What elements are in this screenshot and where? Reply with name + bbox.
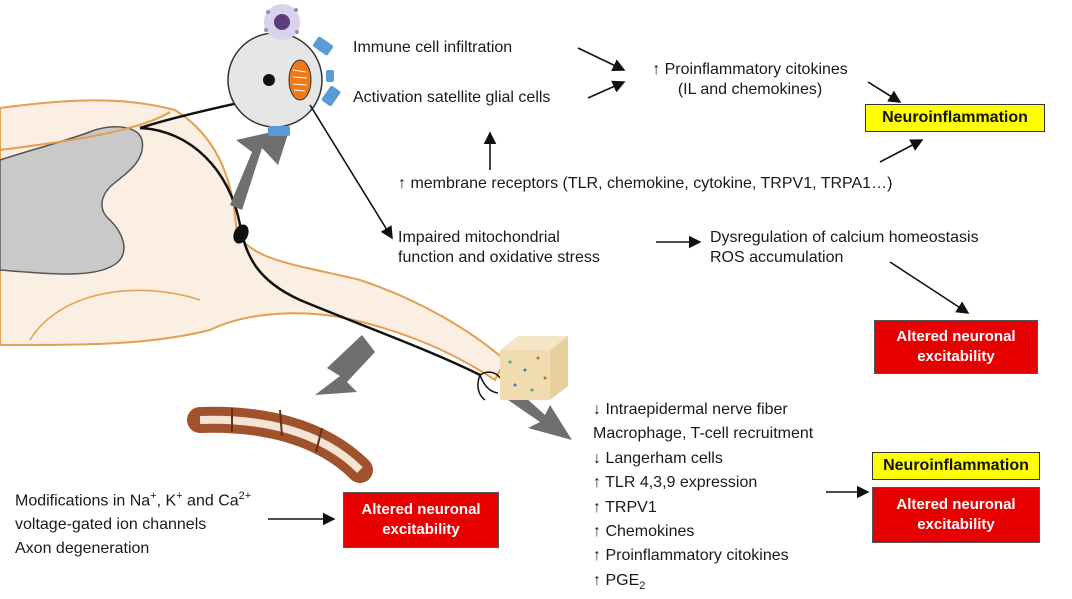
glial-activation-label: Activation satellite glial cells [353, 89, 551, 106]
axon-line1: Modifications in Na+, K+ and Ca2+ [15, 484, 251, 513]
mito-line1: Impaired mitochondrial [398, 229, 560, 246]
excitability-skin-line1: Altered neuronal [896, 496, 1016, 513]
na-charge: + [150, 490, 157, 502]
list-item: ↑ TRPV1 [593, 498, 657, 516]
calcium-line1: Dysregulation of calcium homeostasis [710, 229, 979, 246]
membrane-receptors-label: ↑ membrane receptors (TLR, chemokine, cy… [398, 175, 893, 192]
axon-line1-c: , K [156, 492, 177, 510]
dorsal-root-ganglion [233, 224, 249, 244]
excitability-skin-line2: excitability [917, 516, 995, 533]
excitability-middle-line1: Altered neuronal [896, 328, 1016, 345]
list-item: ↓ Intraepidermal nerve fiber [593, 401, 788, 418]
cytokines-line2: (IL and chemokines) [677, 81, 823, 98]
excitability-axon-line2: excitability [382, 521, 460, 538]
excitability-axon-line1: Altered neuronal [361, 501, 481, 518]
immune-infiltration-label: Immune cell infiltration [353, 39, 513, 56]
axon-line2: voltage-gated ion channels [15, 516, 207, 534]
grey-arrow-down-right [505, 388, 572, 440]
neuroinflammation-badge-top: Neuroinflammation [865, 104, 1045, 132]
excitability-badge-middle: Altered neuronal excitability [874, 320, 1038, 374]
list-item: ↓ Langerham cells [593, 449, 723, 467]
list-item: ↑ Proinflammatory citokines [593, 547, 789, 565]
mitochondrial-label: Impaired mitochondrial function and oxid… [398, 228, 600, 268]
axon-modifications-label: Modifications in Na+, K+ and Ca2+ voltag… [15, 484, 251, 561]
cytokines-label: ↑ Proinflammatory citokines (IL and chem… [630, 60, 870, 100]
immune-cell-icon [264, 4, 300, 40]
excitability-badge-skin: Altered neuronal excitability [872, 487, 1040, 543]
axon-line3: Axon degeneration [15, 540, 150, 558]
ca-charge: 2+ [238, 490, 252, 502]
skin-tissue-icon [500, 336, 568, 400]
grey-arrow-up [230, 128, 290, 210]
skin-changes-list: ↓ Intraepidermal nerve fiber Macrophage,… [593, 398, 813, 598]
connector-arrows [268, 47, 970, 526]
calcium-label: Dysregulation of calcium homeostasis ROS… [710, 228, 979, 268]
neuron-soma-icon [227, 32, 341, 136]
axon-line1-e: and Ca [182, 492, 239, 510]
cytokines-line1: ↑ Proinflammatory citokines [652, 61, 848, 78]
list-item: Macrophage, T-cell recruitment [593, 425, 814, 443]
list-item: ↑ TLR 4,3,9 expression [593, 474, 758, 492]
k-charge: + [176, 490, 183, 502]
excitability-middle-line2: excitability [917, 348, 995, 365]
neuroinflammation-badge-bottom: Neuroinflammation [872, 452, 1040, 480]
list-item: ↑ PGE2 [593, 569, 813, 599]
excitability-badge-axon: Altered neuronal excitability [343, 492, 499, 548]
myelinated-axon-icon [187, 406, 373, 483]
mito-line2: function and oxidative stress [398, 249, 600, 266]
list-item: ↑ Chemokines [593, 523, 695, 541]
pge-subscript: 2 [639, 580, 646, 593]
grey-arrow-down-left [315, 335, 375, 395]
axon-line1-a: Modifications in Na [15, 492, 151, 510]
pge-text: ↑ PGE [593, 571, 640, 589]
calcium-line2: ROS accumulation [710, 249, 844, 266]
